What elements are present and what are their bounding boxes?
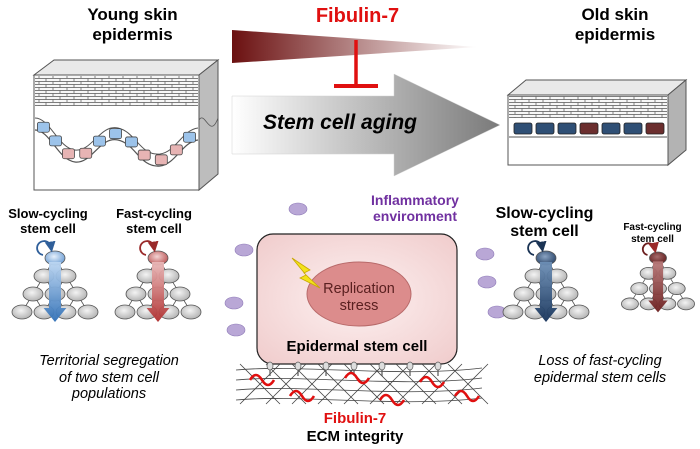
slow-basal-cell [36,121,50,133]
young-slow-lineage [11,240,99,322]
stem-cell-aging-arrow [231,73,501,177]
slow-basal-cell [125,136,138,148]
old-fast-lineage [621,241,695,313]
integrin [434,361,442,371]
old-basal-cell [513,122,533,135]
progeny-cell [66,286,88,302]
fibulin-fiber [288,389,316,403]
fast-basal-cell [169,144,183,156]
self-renewal-loop-icon [36,240,56,256]
young-skin-block [32,58,220,192]
lightning-bolt-icon [291,257,321,289]
differentiation-arrow [534,262,558,322]
fibulin-fiber [453,389,481,403]
progeny-cell [513,286,535,302]
ecm-fibulin-label: Fibulin-7 [323,410,387,427]
progeny-cell [22,286,44,302]
replication-stress-nucleus [306,261,412,327]
progeny-cell [630,282,649,295]
progeny-cell [677,297,695,311]
fast-basal-cell [137,149,151,161]
old-basal-cell [623,122,643,135]
stem-cell-aging-label: Stem cell aging [262,111,418,134]
differentiation-arrow [146,262,170,322]
integrin [378,361,386,371]
epidermal-stem-cell [256,233,458,365]
fibulin-fiber [343,371,371,385]
fibulin-fiber [378,393,406,407]
slow-basal-cell [109,128,122,140]
progeny-cell [621,297,639,311]
integrin [350,361,358,371]
old-basal-cell [645,122,665,135]
inflammatory-dot [224,296,244,310]
inflammatory-dot [234,243,254,257]
ecm-mesh [235,361,489,407]
inflammatory-dot [475,247,495,261]
progeny-cell [169,286,191,302]
progeny-cell [180,304,202,320]
progeny-cell [568,304,590,320]
fibulin-inhibitor-label: Fibulin-7 [315,5,400,27]
old-basal-cell [535,122,555,135]
integrin [294,361,302,371]
old-skin-block [506,78,688,167]
fast-basal-cell [154,154,168,166]
self-renewal-loop-icon [527,240,547,256]
fast-basal-cell [79,147,93,159]
young-fast-lineage [114,240,202,322]
slow-basal-cell [49,135,62,147]
epidermal-stem-cell-label: Epidermal stem cell [286,338,428,355]
slow-basal-cell [183,131,196,143]
old-basal-cell [557,122,577,135]
differentiation-arrow [648,261,668,313]
inflammatory-dot [477,275,497,289]
progeny-cell [11,304,33,320]
self-renewal-loop-icon [139,240,159,256]
inflammatory-dot [226,323,246,337]
old-slow-lineage [502,240,590,322]
old-basal-cell [579,122,599,135]
fast-basal-cell [62,148,75,160]
slow-basal-cell [93,135,106,147]
inflammatory-dots [224,202,507,337]
fibulin-fiber [248,373,276,387]
progeny-cell [125,286,147,302]
inflammatory-dot [288,202,308,216]
integrin [266,361,274,371]
differentiation-arrow [43,262,67,322]
integrin [406,361,414,371]
integrin [322,361,330,371]
ecm-integrity-label: ECM integrity [306,428,404,445]
progeny-cell [502,304,524,320]
self-renewal-loop-icon [641,241,659,256]
progeny-cell [557,286,579,302]
old-basal-cell [601,122,621,135]
fibulin-fiber [418,375,446,389]
progeny-cell [77,304,99,320]
progeny-cell [114,304,136,320]
progeny-cell [667,282,686,295]
